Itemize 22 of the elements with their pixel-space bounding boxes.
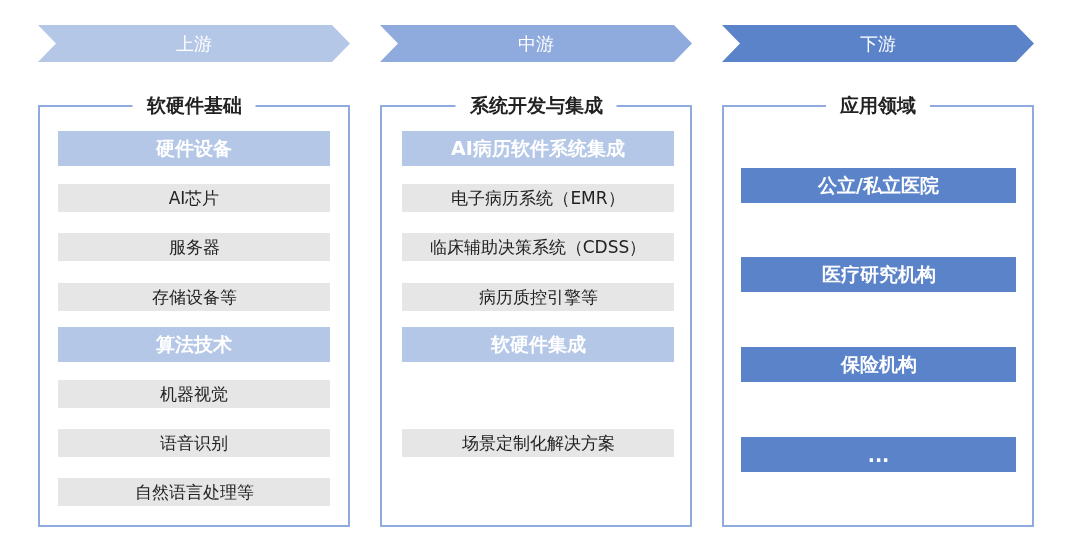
column-heading: 应用领域 [826, 93, 930, 119]
category-bar: 公立/私立医院 [741, 168, 1016, 203]
item-bar: 场景定制化解决方案 [402, 429, 674, 457]
category-bar: 软硬件集成 [402, 327, 674, 362]
category-bar: 硬件设备 [58, 131, 330, 166]
category-bar: 医疗研究机构 [741, 257, 1016, 292]
category-bar: 保险机构 [741, 347, 1016, 382]
item-bar: 临床辅助决策系统（CDSS） [402, 233, 674, 261]
item-bar: 自然语言处理等 [58, 478, 330, 506]
item-bar: 存储设备等 [58, 283, 330, 311]
category-bar: ... [741, 437, 1016, 472]
item-bar: 语音识别 [58, 429, 330, 457]
stage-label: 中游 [518, 31, 554, 56]
item-bar: AI芯片 [58, 184, 330, 212]
item-bar: 机器视觉 [58, 380, 330, 408]
category-bar: 算法技术 [58, 327, 330, 362]
category-bar: AI病历软件系统集成 [402, 131, 674, 166]
stage-label: 下游 [860, 31, 896, 56]
item-bar: 电子病历系统（EMR） [402, 184, 674, 212]
item-bar: 服务器 [58, 233, 330, 261]
item-bar: 病历质控引擎等 [402, 283, 674, 311]
stage-label: 上游 [176, 31, 212, 56]
